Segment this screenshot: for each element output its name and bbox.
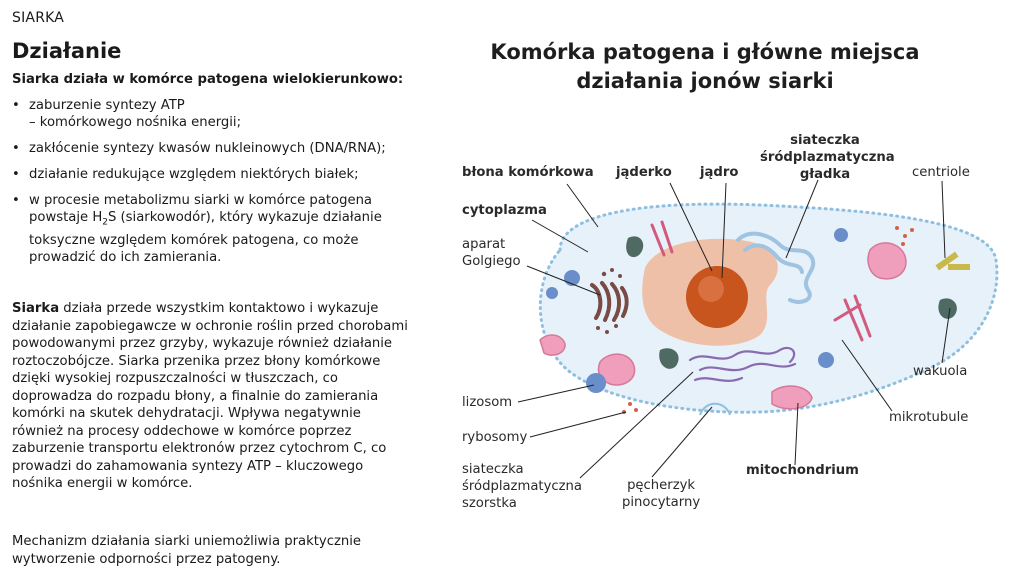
nucleolus-highlight (698, 276, 724, 302)
header-tag: SIARKA (12, 10, 65, 26)
vacuoles (626, 236, 957, 369)
paragraph-sulfur-action: Siarka działa przede wszystkim kontaktow… (12, 301, 408, 491)
label-mitochondrion: mitochondrium (746, 463, 859, 478)
smooth-er (736, 231, 816, 304)
label-lysosome: lizosom (462, 395, 513, 410)
ribosomes (622, 226, 914, 414)
label-ribosomes: rybosomy (462, 430, 528, 445)
label-cell-membrane: błona komórkowa (462, 165, 594, 180)
bullet-item: zakłócenie syntezy kwasów nukleinowych (… (12, 140, 412, 157)
bullet-list: zaburzenie syntezy ATP– komórkowego nośn… (12, 97, 412, 275)
golgi-vesicles (596, 268, 622, 334)
microtubules (650, 220, 872, 342)
bullet-item: w procesie metabolizmu siarki w komórce … (12, 192, 412, 266)
bullet-item: zaburzenie syntezy ATP– komórkowego nośn… (12, 97, 412, 131)
label-centrioles: centriole (912, 165, 970, 180)
lead-text: Siarka działa w komórce patogena wieloki… (12, 72, 404, 87)
rough-er (688, 346, 797, 382)
centrioles (935, 251, 970, 271)
label-microtubules: mikrotubule (889, 410, 969, 425)
section-title: Działanie (12, 39, 122, 63)
pinocytic-vesicle (699, 402, 731, 416)
golgi-apparatus (590, 281, 629, 322)
mitochondrion-lower (771, 385, 813, 399)
lysosomes (546, 228, 848, 393)
label-cytoplasm: cytoplazma (462, 203, 547, 218)
bullet-item: działanie redukujące względem niektórych… (12, 166, 412, 183)
label-nucleolus: jąderko (616, 165, 672, 180)
label-vacuole: wakuola (913, 364, 968, 379)
label-nucleus: jądro (700, 165, 739, 180)
paragraph-mechanism: Mechanizm działania siarki uniemożliwia … (12, 534, 362, 567)
